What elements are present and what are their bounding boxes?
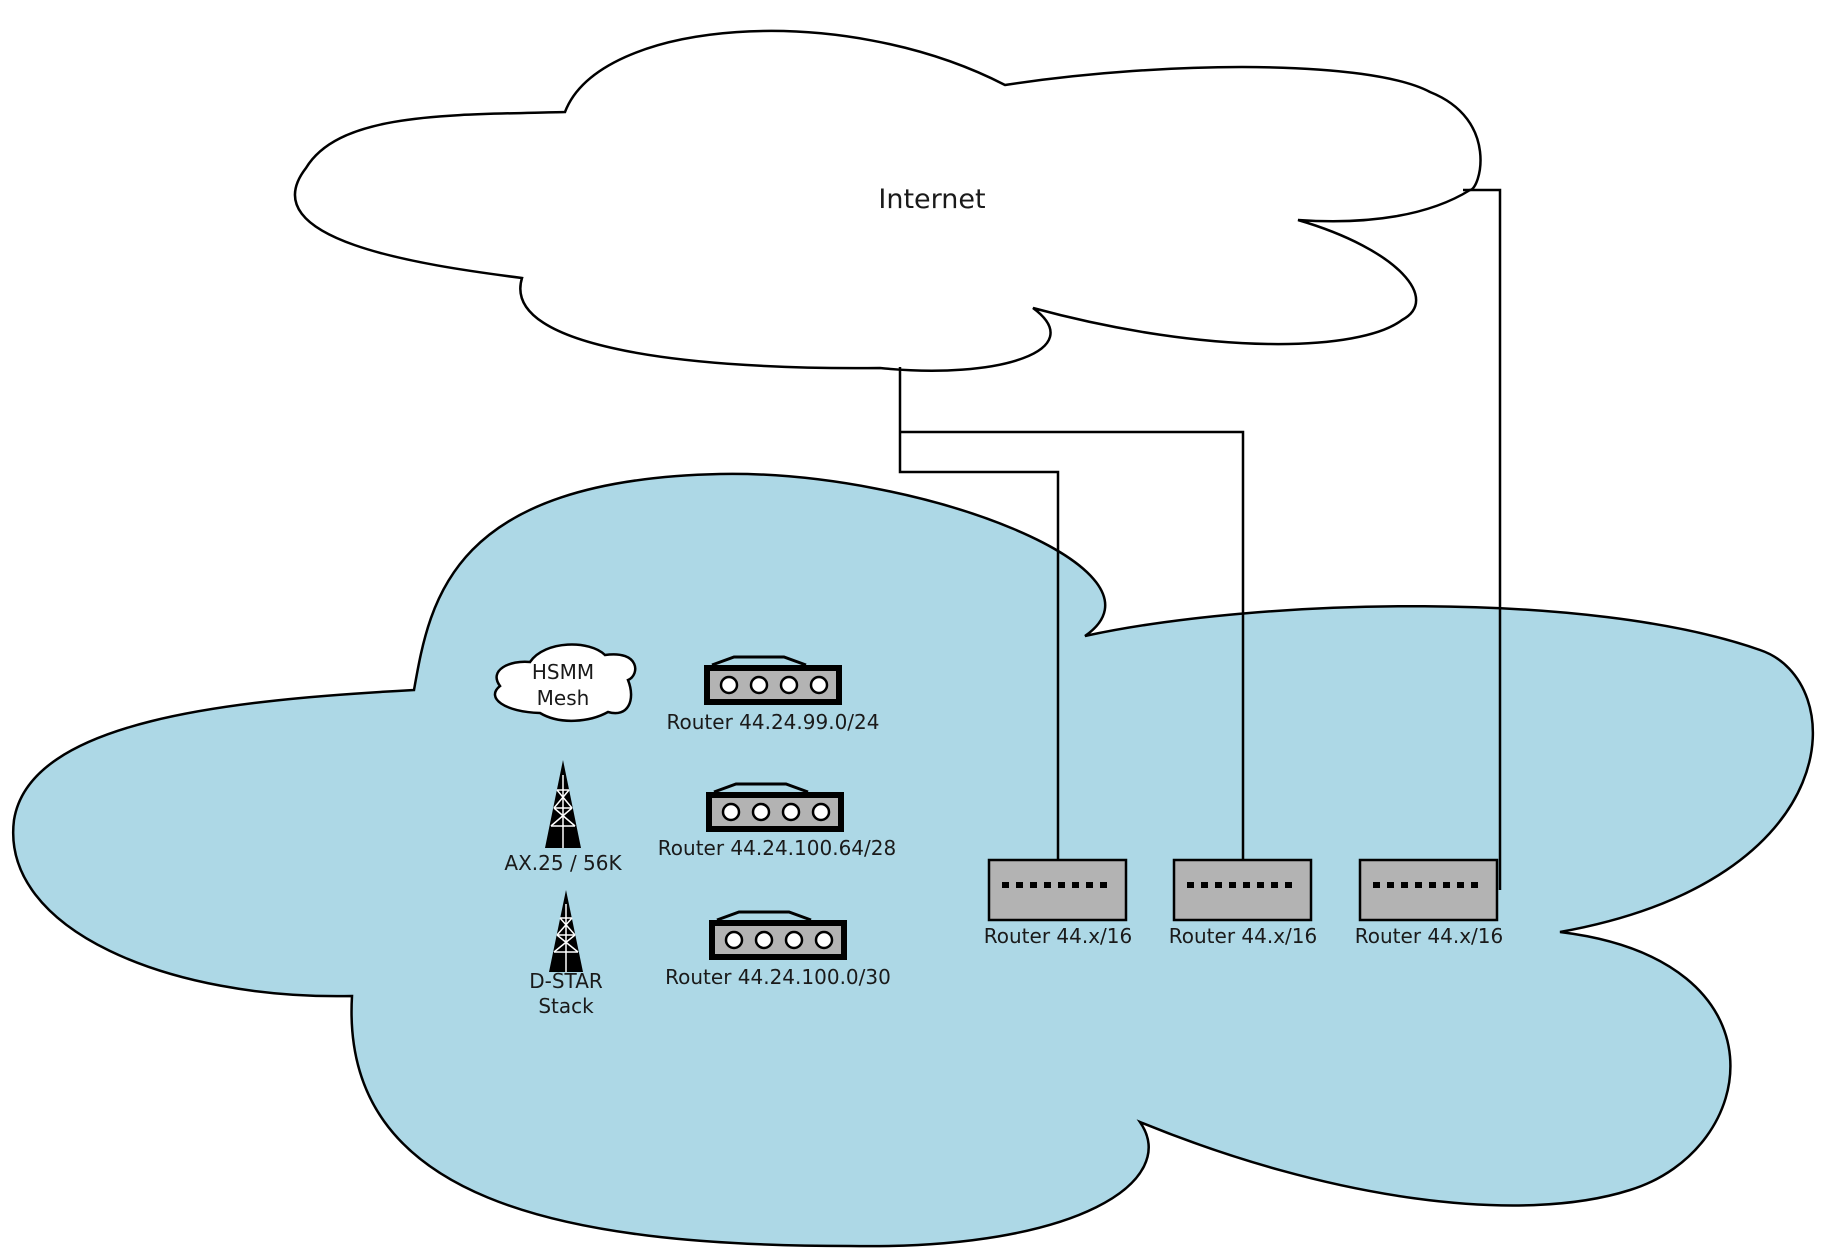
hsmm-mesh-cloud-icon <box>493 643 637 723</box>
switch-icon <box>1358 858 1499 922</box>
router-icon <box>709 910 847 960</box>
gateway-router-3-label: Router 44.x/16 <box>1355 924 1503 948</box>
router-icon <box>706 782 844 832</box>
radio-tower-icon <box>545 760 581 848</box>
switch-icon <box>1172 858 1313 922</box>
wire-gateway-1 <box>898 367 1060 860</box>
local-network-cloud <box>11 472 1815 1248</box>
uplink-wires <box>898 188 1502 890</box>
gateway-router-2-label: Router 44.x/16 <box>1169 924 1317 948</box>
hsmm-mesh-label-line2: Mesh <box>537 686 590 710</box>
router-44-24-100-0-label: Router 44.24.100.0/30 <box>665 965 891 989</box>
gateway-router-1-label: Router 44.x/16 <box>984 924 1132 948</box>
dstar-label-line2: Stack <box>538 994 594 1018</box>
ax25-label: AX.25 / 56K <box>504 851 622 875</box>
wire-gateway-2 <box>900 430 1245 860</box>
internet-label: Internet <box>878 184 985 215</box>
internet-cloud <box>293 29 1482 372</box>
hsmm-mesh-label-line1: HSMM <box>532 660 594 684</box>
router-icon <box>704 655 842 705</box>
wire-gateway-3 <box>1463 188 1502 890</box>
router-44-24-100-64-label: Router 44.24.100.64/28 <box>658 836 896 860</box>
radio-tower-icon <box>549 890 583 972</box>
dstar-label-line1: D-STAR <box>529 969 603 993</box>
switch-icon <box>987 858 1128 922</box>
router-44-24-99-label: Router 44.24.99.0/24 <box>667 710 880 734</box>
